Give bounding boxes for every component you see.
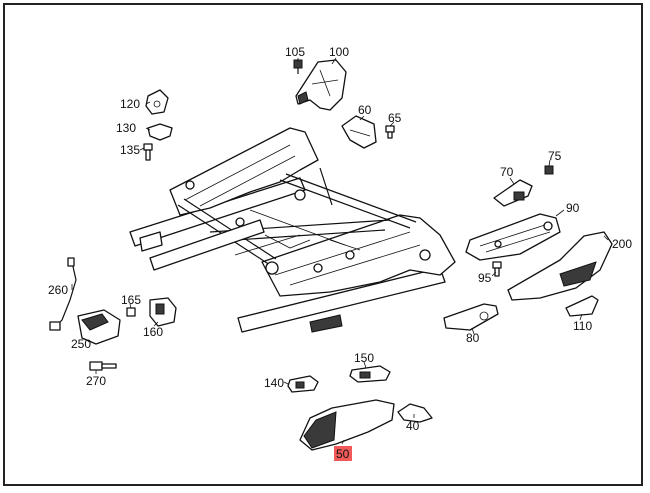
label-260[interactable]: 260 [48,283,68,297]
part-65-bolt [385,125,395,139]
label-60[interactable]: 60 [358,103,372,117]
diagram-frame [3,3,643,486]
part-70-lever [493,179,533,207]
part-75-screw [544,165,554,175]
part-135-bolt [143,143,153,161]
part-100-bracket [295,59,347,111]
part-50-lower-cover [299,399,395,451]
part-number-labels: 105 100 120 130 135 60 65 70 75 90 200 9… [48,45,632,461]
label-90[interactable]: 90 [566,201,580,215]
label-250[interactable]: 250 [71,337,91,351]
part-120-bracket [145,89,169,115]
part-90-mechanism [465,213,561,261]
label-105[interactable]: 105 [285,45,305,59]
label-165[interactable]: 165 [121,293,141,307]
label-140[interactable]: 140 [264,376,284,390]
label-160[interactable]: 160 [143,325,163,339]
label-75[interactable]: 75 [548,149,562,163]
part-160-bracket [149,297,177,327]
label-135[interactable]: 135 [120,143,140,157]
part-95-bolt [492,261,502,277]
part-200-side-cover [507,231,613,301]
label-110[interactable]: 110 [573,319,592,333]
label-200[interactable]: 200 [612,237,632,251]
label-120[interactable]: 120 [120,97,140,111]
label-130[interactable]: 130 [116,121,136,135]
label-80[interactable]: 80 [466,331,480,345]
label-150[interactable]: 150 [354,351,374,365]
part-150-cap [349,365,391,383]
label-50[interactable]: 50 [336,447,350,461]
part-130-clip [147,123,173,141]
part-105-screw [293,59,303,74]
label-95[interactable]: 95 [478,271,492,285]
leader-lines [71,57,609,445]
part-40-bracket [397,403,433,423]
part-250-handle [77,309,121,345]
part-80-trim [443,303,499,331]
part-110-cover [565,295,599,317]
part-270-bolt [89,361,117,371]
label-65[interactable]: 65 [388,111,402,125]
label-40[interactable]: 40 [406,419,420,433]
part-260-cable [49,257,77,331]
label-270[interactable]: 270 [86,374,106,388]
label-50-highlight [334,446,352,461]
label-100[interactable]: 100 [329,45,349,59]
part-140-cap [287,375,319,393]
part-60-bracket [341,115,377,149]
part-165-clip [126,307,136,317]
seat-frame-assembly [129,127,456,333]
label-70[interactable]: 70 [500,165,514,179]
